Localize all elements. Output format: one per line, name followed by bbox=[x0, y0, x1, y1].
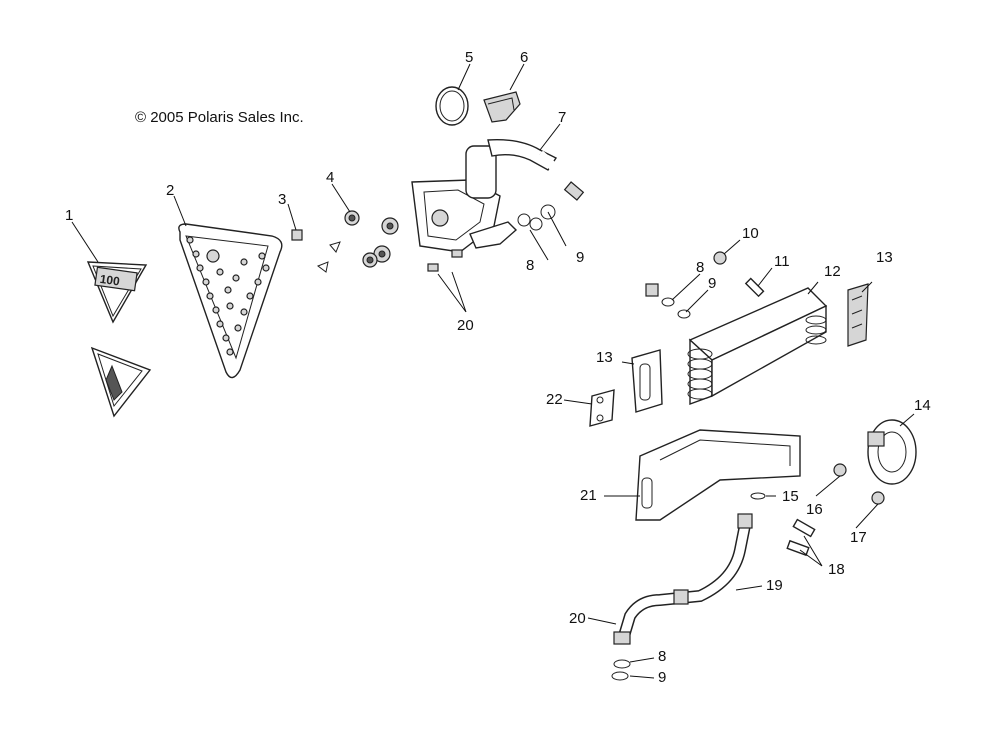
callout-9-upper: 9 bbox=[576, 249, 584, 266]
part-1-badge: 100 bbox=[86, 261, 148, 324]
callout-8-lower: 8 bbox=[658, 648, 666, 665]
part-16-nut bbox=[833, 463, 847, 477]
part-10-nut bbox=[713, 251, 727, 265]
part-13-strip-right bbox=[847, 283, 869, 347]
part-20-bolts bbox=[427, 249, 463, 272]
callout-4: 4 bbox=[326, 169, 334, 186]
callout-22: 22 bbox=[546, 391, 563, 408]
callout-21: 21 bbox=[580, 487, 597, 504]
callout-15: 15 bbox=[782, 488, 799, 505]
part-2-grille bbox=[178, 223, 283, 379]
callout-20-lower: 20 bbox=[569, 610, 586, 627]
copyright-text: © 2005 Polaris Sales Inc. bbox=[135, 109, 304, 126]
callout-12: 12 bbox=[824, 263, 841, 280]
part-22-strap bbox=[589, 389, 615, 427]
callout-7: 7 bbox=[558, 109, 566, 126]
callout-17: 17 bbox=[850, 529, 867, 546]
callout-19: 19 bbox=[766, 577, 783, 594]
part-11-bolt bbox=[744, 277, 765, 298]
part-12-cooler bbox=[687, 287, 828, 405]
part-21-bracket bbox=[635, 429, 801, 521]
callout-8-upper: 8 bbox=[526, 257, 534, 274]
callout-1: 1 bbox=[65, 207, 73, 224]
part-15-washer bbox=[750, 492, 766, 500]
fitting-connectors bbox=[469, 204, 556, 249]
part-3-clip bbox=[291, 229, 341, 273]
callout-6: 6 bbox=[520, 49, 528, 66]
callout-18: 18 bbox=[828, 561, 845, 578]
part-17-nut bbox=[871, 491, 885, 505]
callout-9-mid: 9 bbox=[708, 275, 716, 292]
part-18-bolts bbox=[786, 518, 816, 557]
part-5-clamp bbox=[435, 86, 469, 126]
part-6-mount bbox=[483, 91, 521, 123]
callout-14: 14 bbox=[914, 397, 931, 414]
callout-5: 5 bbox=[465, 49, 473, 66]
callout-20-upper: 20 bbox=[457, 317, 474, 334]
part-13-strip-left bbox=[631, 349, 663, 413]
o-rings-lower bbox=[611, 631, 631, 681]
callout-8-mid: 8 bbox=[696, 259, 704, 276]
callout-3: 3 bbox=[278, 191, 286, 208]
callout-9-lower: 9 bbox=[658, 669, 666, 686]
badge-text: 100 bbox=[99, 272, 121, 289]
part-1-emblem bbox=[90, 346, 152, 418]
callout-10: 10 bbox=[742, 225, 759, 242]
part-19-hose bbox=[618, 513, 753, 638]
callout-11: 11 bbox=[774, 253, 790, 270]
part-7-hose bbox=[537, 150, 659, 297]
callout-2: 2 bbox=[166, 182, 174, 199]
part-14-horn bbox=[867, 419, 917, 485]
o-rings-upper bbox=[661, 297, 691, 319]
callout-13-left: 13 bbox=[596, 349, 613, 366]
leader-lines bbox=[71, 63, 915, 679]
callout-16: 16 bbox=[806, 501, 823, 518]
callout-13-right: 13 bbox=[876, 249, 893, 266]
part-4-grommets bbox=[344, 210, 399, 268]
